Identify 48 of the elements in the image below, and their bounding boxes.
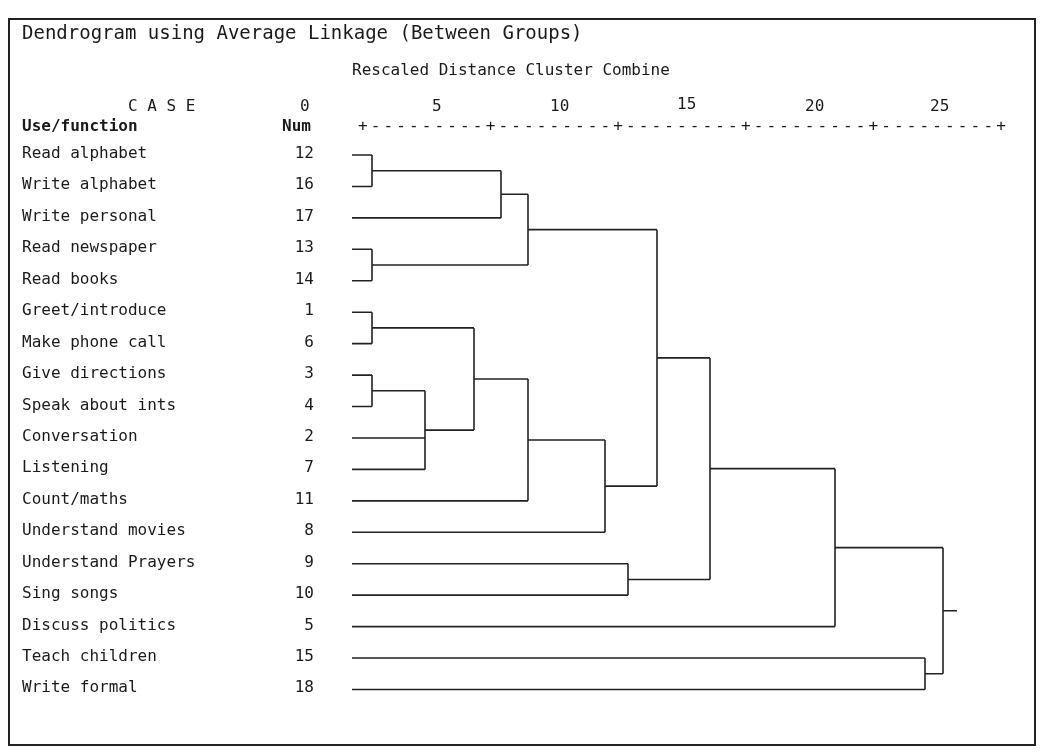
column-header: Num: [282, 116, 311, 136]
case-name: Write formal: [22, 677, 138, 698]
axis-scale: +---------+---------+---------+---------+---------+: [358, 116, 1009, 136]
case-name: Conversation: [22, 425, 138, 446]
case-number: 16: [294, 174, 314, 195]
case-number: 18: [294, 677, 314, 698]
chart-title: Dendrogram using Average Linkage (Between Groups): [22, 20, 583, 44]
tick-label: 5: [432, 96, 442, 116]
case-number: 5: [304, 614, 314, 635]
case-number: 15: [294, 646, 314, 667]
case-name: Sing songs: [22, 583, 119, 604]
case-name: Count/maths: [22, 488, 128, 509]
case-number: 10: [294, 583, 314, 604]
column-header: C A S E: [128, 96, 196, 116]
case-number: 12: [294, 143, 314, 163]
tick-label: 0: [300, 96, 310, 116]
case-number: 2: [304, 425, 314, 446]
case-name: Speak about ints: [22, 394, 177, 415]
axis-title: Rescaled Distance Cluster Combine: [352, 60, 670, 80]
case-name: Greet/introduce: [22, 300, 167, 321]
case-number: 3: [304, 363, 314, 384]
case-name: Teach children: [22, 646, 157, 667]
tick-label: 25: [930, 96, 950, 116]
case-number: 6: [304, 331, 314, 352]
case-name: Understand Prayers: [22, 551, 196, 572]
tick-label: 10: [550, 96, 570, 116]
case-name: Read alphabet: [22, 143, 148, 163]
case-name: Understand movies: [22, 520, 186, 541]
case-number: 4: [304, 394, 314, 415]
case-number: 1: [304, 300, 314, 321]
case-name: Give directions: [22, 363, 167, 384]
case-number: 13: [294, 237, 314, 258]
case-number: 11: [294, 488, 314, 509]
tick-label: 20: [805, 96, 825, 116]
column-header: Use/function: [22, 116, 138, 136]
case-name: Make phone call: [22, 331, 167, 352]
case-name: Write alphabet: [22, 174, 157, 195]
case-number: 14: [294, 268, 314, 289]
case-name: Listening: [22, 457, 109, 478]
case-name: Read newspaper: [22, 237, 157, 258]
case-name: Discuss politics: [22, 614, 177, 635]
case-number: 9: [304, 551, 314, 572]
case-number: 7: [304, 457, 314, 478]
case-number: 8: [304, 520, 314, 541]
case-name: Write personal: [22, 205, 157, 226]
case-number: 17: [294, 205, 314, 226]
tick-label: 15: [677, 94, 697, 114]
case-name: Read books: [22, 268, 119, 289]
